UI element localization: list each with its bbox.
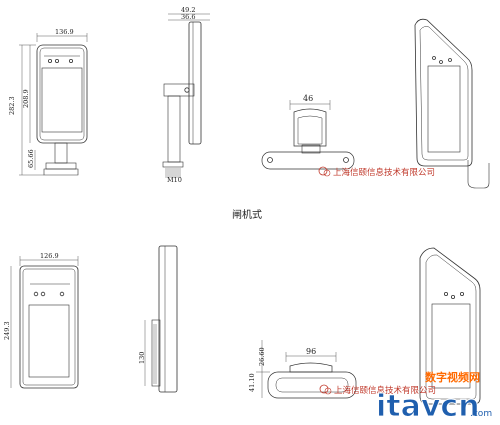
dim-top-height-1: 26.60 [258,347,266,366]
bottom-top-view [256,340,357,399]
dim-thread: M10 [167,176,182,184]
bottom-perspective-view [419,247,481,405]
dim-height: 282.3 [8,96,16,115]
top-perspective-view [414,18,490,189]
dim-bracket-height: 130 [138,352,146,364]
dim-top-width: 96 [306,347,316,356]
dim-depth-inner: 36.6 [181,13,195,21]
dim-top-height-2: 41.10 [248,373,256,392]
camera-icon [48,59,53,64]
device-top-outline [289,362,333,373]
screen [28,304,70,378]
dim-top-width: 46 [303,94,313,103]
stand-pole [167,95,181,163]
bottom-front-view [10,256,79,389]
top-side-view [162,13,210,178]
watermark-bottom [319,384,332,395]
screen [41,67,83,133]
top-front-view [19,33,88,176]
top-top-view [261,100,355,170]
watermark-company-top: 上海信颐信息技术有限公司 [333,167,435,178]
dim-depth-outer: 49.2 [181,6,195,14]
camera-icon [33,291,39,297]
stand-pole [467,160,490,189]
base-plate [267,371,357,399]
base-plate [261,151,355,170]
device-3d-outline [414,18,473,167]
watermark-logo: itavcn [376,389,480,424]
device-top-outline [293,108,327,147]
watermark-logo-suffix: .com [470,409,492,419]
wechat-icon [319,384,329,394]
dim-height: 249.3 [3,321,11,340]
screen [431,303,471,389]
watermark-company-bottom: 上海信颐信息技术有限公司 [334,385,436,396]
dim-base: 65.66 [27,149,35,168]
device-outline [36,44,88,144]
mount-bracket [151,319,161,387]
stand-pole [54,142,68,164]
device-side-outline [158,245,178,393]
dim-height-inner: 208.9 [22,89,30,108]
watermark-top [318,166,331,177]
screen [427,65,461,153]
wechat-icon [318,166,328,176]
bottom-side-view [144,245,178,393]
dim-width: 126.9 [40,252,59,260]
device-side-outline [188,21,202,145]
device-outline [19,265,79,389]
watermark-site-name: 数字视频网 [425,370,480,384]
caption-label: 闸机式 [232,208,262,221]
dim-width: 136.9 [55,28,74,36]
device-3d-outline [419,247,481,405]
